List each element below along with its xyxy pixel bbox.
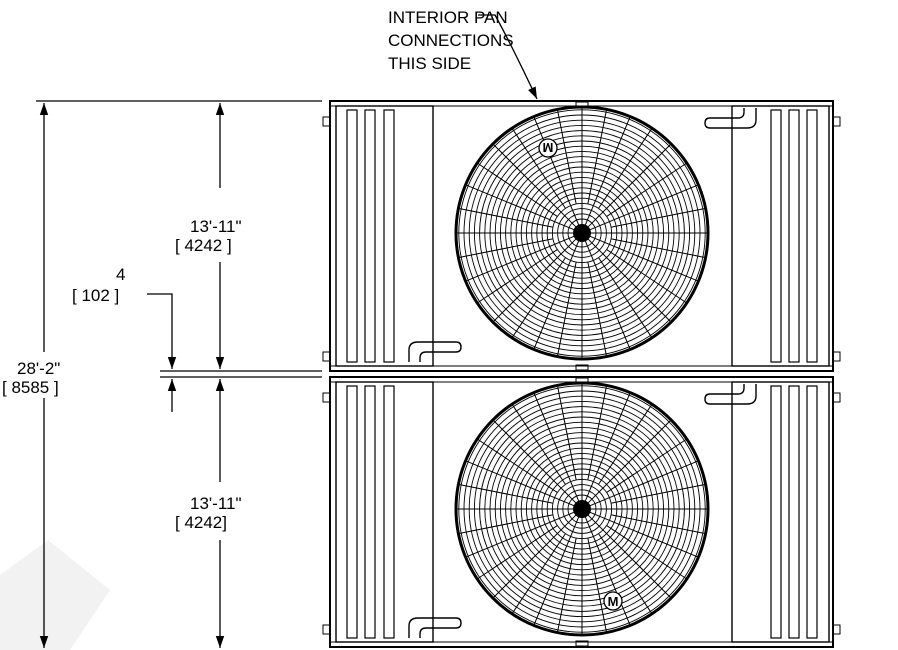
watermark-shape	[0, 540, 110, 650]
lower-dimension-metric: [ 4242]	[175, 513, 227, 532]
gap-dimension-metric: [ 102 ]	[72, 286, 120, 305]
callout-line-3: THIS SIDE	[388, 54, 472, 73]
gap-dimension-imperial: 4	[116, 265, 126, 284]
dimension-lines	[36, 14, 538, 648]
overall-dimension-imperial: 28'-2"	[17, 359, 61, 378]
fan-lower-motor-mark: M	[608, 594, 619, 609]
upper-module-casing	[329, 100, 834, 372]
lower-right-pan-connection	[704, 384, 757, 405]
lower-dimension-imperial: 13'-11"	[190, 494, 242, 513]
upper-right-pan-connection	[704, 108, 757, 129]
gap-leader	[147, 293, 177, 369]
upper-right-coil	[731, 105, 830, 367]
lower-left-pan-connection	[408, 617, 462, 638]
lower-left-coil	[335, 381, 434, 643]
callout-leader	[478, 14, 538, 100]
lower-module-casing	[329, 376, 834, 648]
lower-fan-guard: M	[454, 381, 710, 637]
upper-dimension-imperial: 13'-11"	[190, 217, 242, 236]
fan-upper-motor-mark: M	[543, 140, 554, 155]
overall-dimension-metric: [ 8585 ]	[2, 378, 59, 397]
upper-left-coil	[335, 105, 434, 367]
callout-line-1: INTERIOR PAN	[388, 8, 508, 27]
upper-left-pan-connection	[408, 341, 462, 362]
upper-dimension-metric: [ 4242 ]	[175, 236, 232, 255]
upper-fan-guard: M	[454, 105, 710, 361]
upper-module	[322, 100, 841, 372]
callout-line-2: CONNECTIONS	[388, 31, 514, 50]
lower-right-coil	[731, 381, 830, 643]
